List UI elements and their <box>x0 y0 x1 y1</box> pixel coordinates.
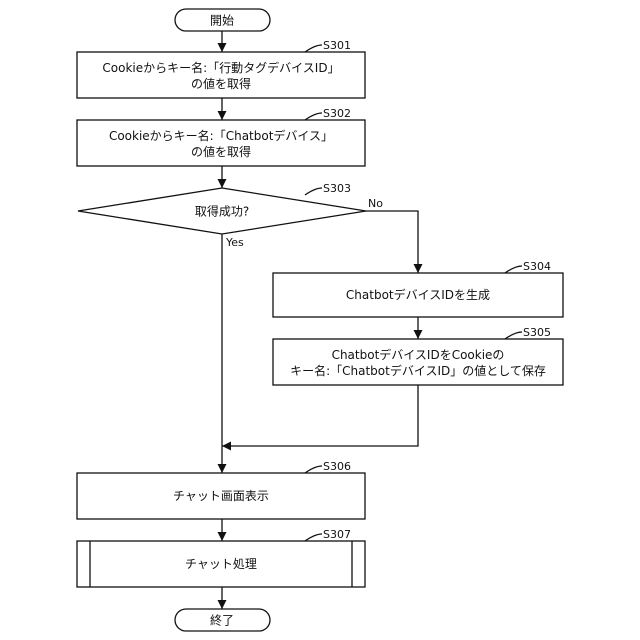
start-label: 開始 <box>210 14 234 28</box>
step-s301: S301 Cookieからキー名:「行動タグデバイスID」 の値を取得 <box>77 39 365 98</box>
step-s305-id: S305 <box>523 326 551 339</box>
step-s301-leader <box>305 45 322 52</box>
step-s305-leader <box>505 332 522 339</box>
step-s302-line1: Cookieからキー名:「Chatbotデバイス」 <box>109 128 333 143</box>
step-s305-line2: キー名:「ChatbotデバイスID」の値として保存 <box>290 363 546 378</box>
step-s307-label: チャット処理 <box>185 557 257 571</box>
step-s304-leader <box>505 266 522 273</box>
step-s302-line2: の値を取得 <box>191 144 251 159</box>
decision-s303: S303 取得成功? No Yes <box>78 182 383 249</box>
step-s303-leader <box>305 188 322 195</box>
end-terminal: 終了 <box>175 609 270 631</box>
step-s306-label: チャット画面表示 <box>173 489 269 503</box>
step-s304-label: ChatbotデバイスIDを生成 <box>346 287 490 302</box>
decision-s303-label: 取得成功? <box>195 204 249 219</box>
step-s306: S306 チャット画面表示 <box>77 460 365 519</box>
step-s303-id: S303 <box>323 182 351 195</box>
step-s305-line1: ChatbotデバイスIDをCookieの <box>332 347 505 362</box>
step-s306-leader <box>305 466 322 473</box>
step-s302-leader <box>305 113 322 120</box>
step-s302: S302 Cookieからキー名:「Chatbotデバイス」 の値を取得 <box>77 107 365 166</box>
step-s306-id: S306 <box>323 460 351 473</box>
step-s307-id: S307 <box>323 528 351 541</box>
step-s301-line1: Cookieからキー名:「行動タグデバイスID」 <box>102 60 339 75</box>
step-s307: S307 チャット処理 <box>77 528 365 587</box>
connector-s305-merge <box>222 385 418 446</box>
step-s302-id: S302 <box>323 107 351 120</box>
start-terminal: 開始 <box>175 9 270 31</box>
step-s301-id: S301 <box>323 39 351 52</box>
step-s304-id: S304 <box>523 260 551 273</box>
step-s307-leader <box>305 534 322 541</box>
step-s301-line2: の値を取得 <box>191 76 251 91</box>
end-label: 終了 <box>210 613 234 628</box>
connector-no-branch <box>366 211 418 273</box>
decision-yes-label: Yes <box>225 236 244 249</box>
decision-no-label: No <box>368 197 383 210</box>
